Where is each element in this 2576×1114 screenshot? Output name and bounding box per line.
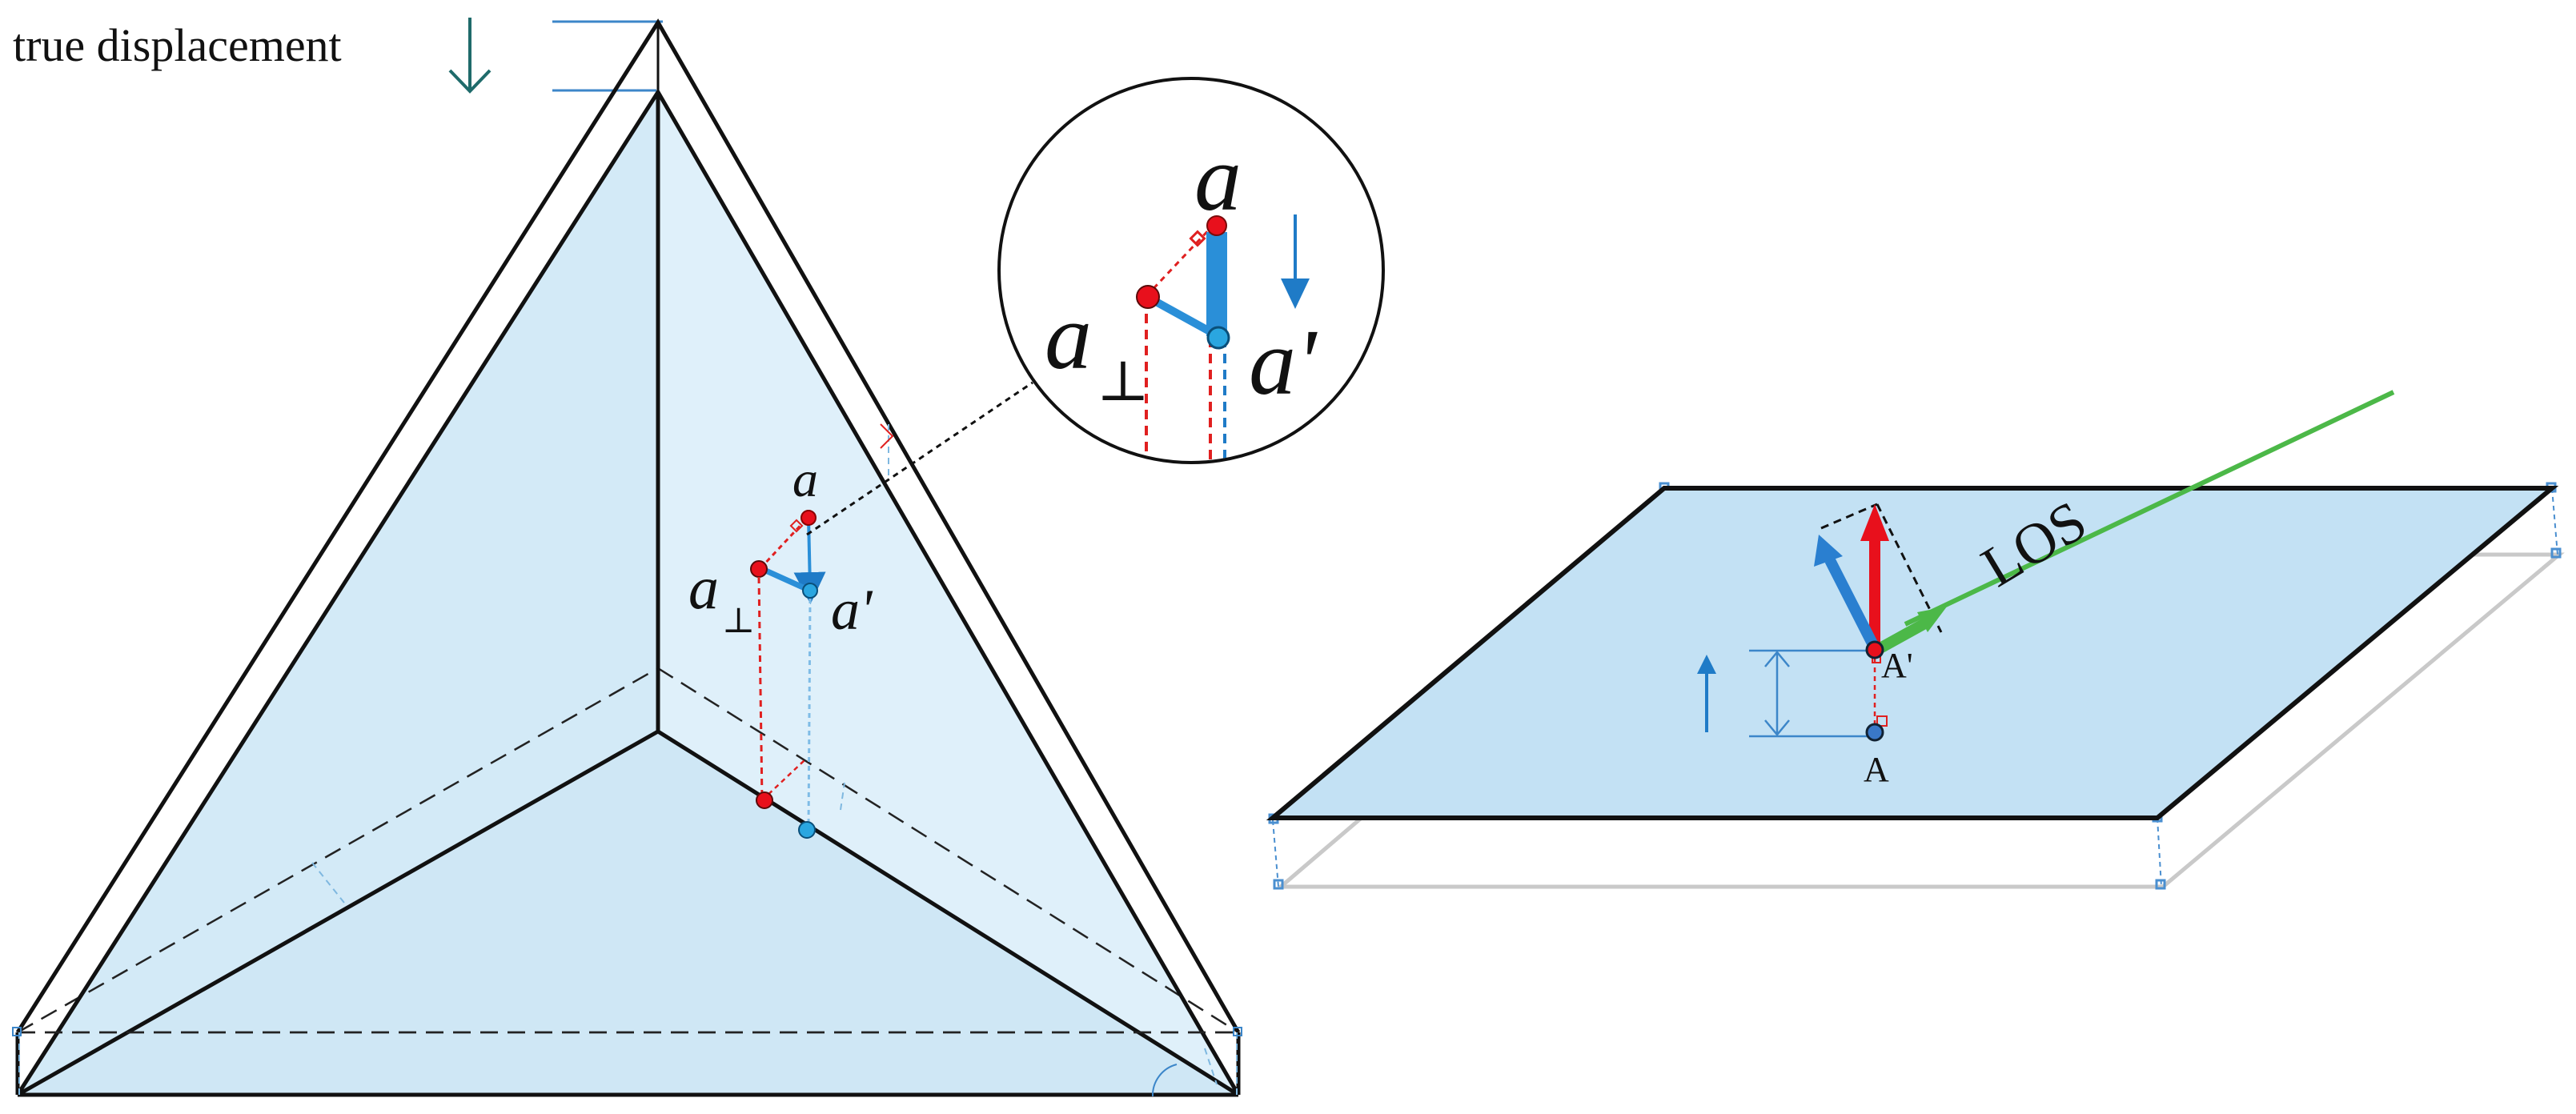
pyramid-label-a: a [792, 451, 818, 507]
point-a-marker [800, 510, 817, 526]
legend-down-arrow-icon [448, 18, 492, 94]
los-projection-box [1820, 503, 1943, 633]
plane: A' A LOS [1266, 390, 2565, 890]
point-A [1865, 723, 1884, 742]
plane-label-A: A [1864, 750, 1889, 789]
los-line [1904, 390, 2395, 627]
legend-text: true displacement [13, 19, 342, 71]
los-component-vector [1874, 615, 1932, 655]
pyramid-label-a-perp: a [688, 555, 719, 622]
zoom-point-a-perp [1136, 285, 1160, 309]
displacement-dimension-marks [552, 20, 663, 92]
pyramid-corner-marks [12, 1027, 1242, 1097]
zoom-circle: a a ⊥ a' [997, 77, 1385, 464]
zoom-label-perp-symbol: ⊥ [1097, 351, 1150, 413]
base-point-red [756, 791, 773, 809]
plane-displacement-dimension [1749, 649, 1873, 738]
perp-connector [759, 517, 809, 570]
vertical-vector-arrowhead [1860, 504, 1889, 541]
pyramid-label-perp-symbol: ⊥ [722, 601, 755, 640]
pyramid-vectors [750, 381, 1033, 839]
zoom-perp-segment [1145, 294, 1222, 340]
true-displacement-segment [793, 517, 826, 604]
perp-displacement-segment [757, 565, 813, 594]
pyramid-construction-lines [18, 424, 1238, 1095]
zoom-down-arrow-icon [1281, 214, 1310, 309]
zoom-point-a [1206, 215, 1227, 236]
legend: true displacement [13, 18, 663, 94]
plane-up-arrow-icon [1697, 655, 1716, 732]
plane-label-A-prime: A' [1881, 646, 1913, 685]
pyramid-label-a-prime: a' [831, 578, 873, 642]
projection-red [757, 576, 764, 801]
red-tick-mark [880, 423, 894, 449]
tilted-vector-arrowhead [1814, 535, 1843, 567]
tilted-displacement-vector [1824, 557, 1880, 651]
point-a-perp-marker [750, 560, 768, 578]
zoom-circle-outline [997, 77, 1385, 464]
zoom-connector [806, 381, 1033, 536]
point-a-prime-marker [802, 583, 818, 599]
right-angle-mark [1876, 715, 1888, 727]
base-point-blue [798, 821, 816, 839]
zoom-label-a-perp: a [1045, 284, 1092, 389]
plane-displaced-surface [1266, 486, 2559, 820]
zoom-label-a: a [1194, 126, 1242, 230]
point-A-prime [1865, 640, 1884, 659]
pyramid: a a ⊥ a' [12, 18, 1242, 1097]
projection-blue [807, 598, 812, 829]
zoom-label-a-prime: a' [1249, 310, 1318, 415]
los-component-arrowhead [1917, 607, 1947, 632]
pyramid-front-face [18, 731, 1238, 1095]
zoom-point-a-prime [1206, 326, 1230, 350]
